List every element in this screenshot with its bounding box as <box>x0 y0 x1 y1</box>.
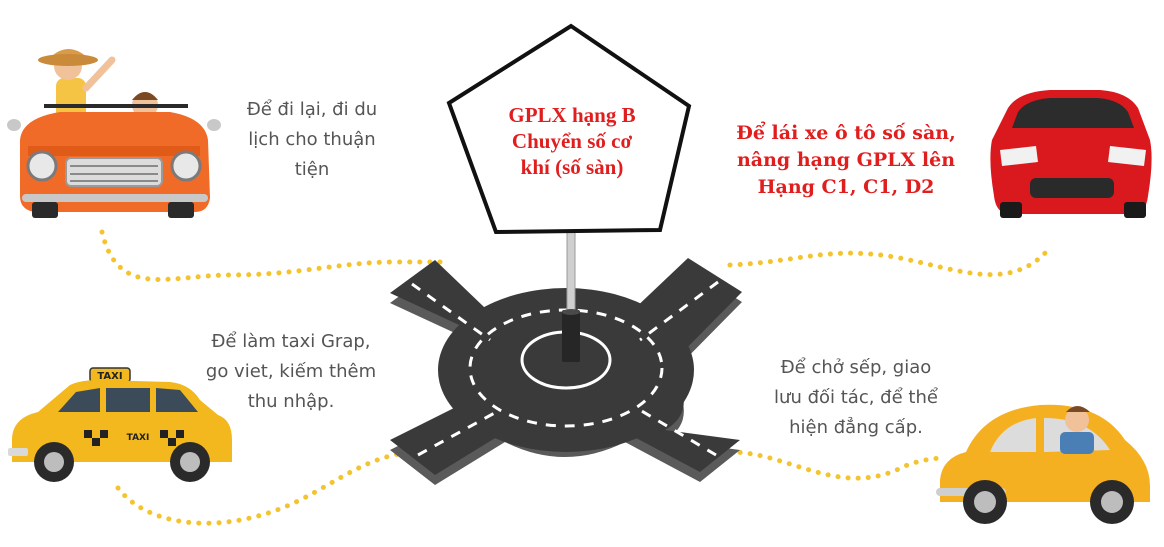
dotted-connectors <box>99 229 1051 526</box>
red-sports-car-icon <box>990 90 1152 218</box>
caption-top-left-line-2: lịch cho thuận <box>248 129 376 150</box>
caption-middle-left-line-1: Để làm taxi Grap, <box>211 331 371 352</box>
convertible-car-icon <box>7 49 221 218</box>
caption-middle-left-line-3: thu nhập. <box>247 391 335 412</box>
beetle-car-icon <box>936 404 1150 524</box>
pentagon-sign-icon <box>446 23 692 235</box>
pentagon-label-line-2: Chuyển số cơ <box>511 129 633 153</box>
dotted-path-top-left <box>99 229 448 282</box>
taxi-door-text: TAXI <box>127 433 150 443</box>
caption-bottom-right-line-3: hiện đẳng cấp. <box>789 417 923 438</box>
pentagon-label-line-3: khí (số sàn) <box>520 155 624 179</box>
caption-top-left: Để đi lại, đi du lịch cho thuận tiện <box>222 95 402 185</box>
dotted-path-bottom-left <box>115 449 413 526</box>
caption-bottom-right-line-1: Để chở sếp, giao <box>780 357 932 378</box>
caption-top-left-line-1: Để đi lại, đi du <box>246 99 378 120</box>
pentagon-label: GPLX hạng B Chuyển số cơ khí (số sàn) <box>478 102 666 180</box>
caption-top-right: Để lái xe ô tô số sàn, nâng hạng GPLX lê… <box>716 120 976 201</box>
dotted-path-bottom-right <box>727 449 948 481</box>
caption-bottom-right-line-2: lưu đối tác, để thể <box>774 387 938 408</box>
pentagon-label-line-1: GPLX hạng B <box>508 103 636 127</box>
taxi-car-icon: TAXI TAXI <box>8 367 232 482</box>
caption-top-right-line-1: Để lái xe ô tô số sàn, <box>736 122 956 144</box>
caption-middle-left-line-2: go viet, kiếm thêm <box>205 361 377 382</box>
taxi-sign-text: TAXI <box>97 371 122 382</box>
roundabout-icon <box>390 229 742 485</box>
dotted-path-top-right <box>727 247 1051 278</box>
caption-bottom-right: Để chở sếp, giao lưu đối tác, để thể hiệ… <box>746 353 966 443</box>
caption-middle-left: Để làm taxi Grap, go viet, kiếm thêm thu… <box>186 327 396 417</box>
caption-top-right-line-2: nâng hạng GPLX lên <box>736 149 956 171</box>
caption-top-right-line-3: Hạng C1, C1, D2 <box>757 176 935 198</box>
caption-top-left-line-3: tiện <box>294 159 330 180</box>
